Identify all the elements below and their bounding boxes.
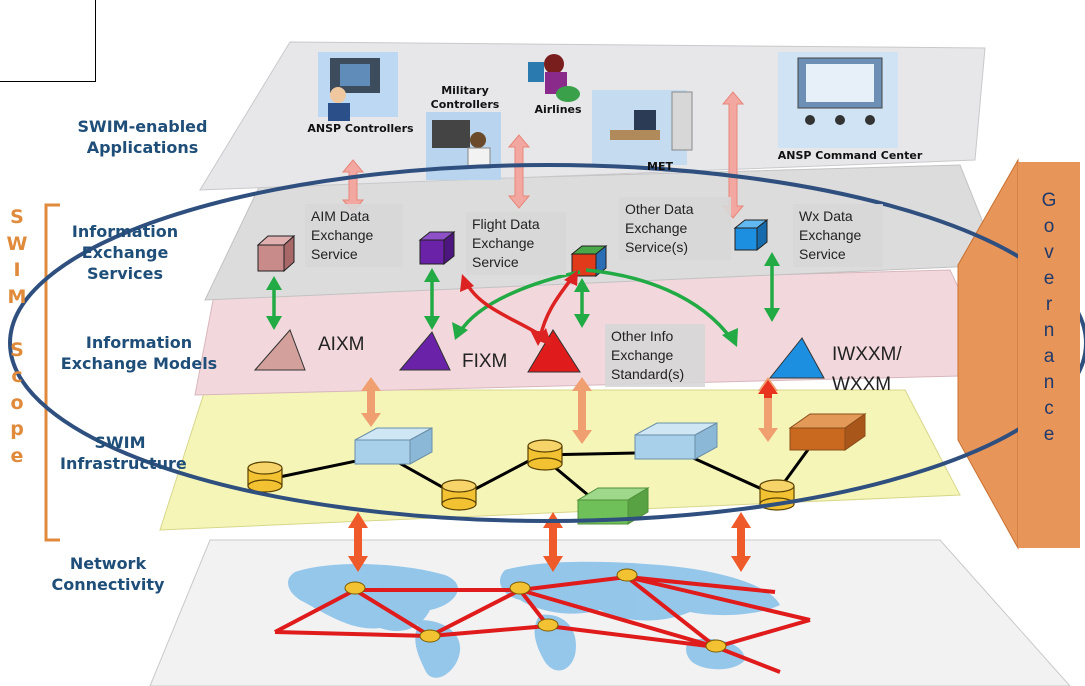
actor-ansp-label: ANSP Controllers <box>307 122 414 135</box>
governance-letter: r <box>1045 294 1053 315</box>
governance-letter: v <box>1044 242 1054 263</box>
actor-military-label: Military Controllers <box>430 84 500 111</box>
ansp-controllers-picture <box>318 52 398 121</box>
governance-letter: c <box>1044 398 1054 419</box>
apps-layer-label: SWIM-enabled Applications <box>77 117 208 157</box>
scope-letter: S <box>10 338 24 361</box>
actor-images <box>318 52 898 180</box>
scope-letter: W <box>6 232 28 255</box>
swim-scope-ellipse <box>8 163 1085 523</box>
scope-letter <box>4 310 30 337</box>
governance-letter: a <box>1043 346 1055 367</box>
governance-letter: n <box>1043 320 1055 341</box>
green-arrowheads <box>266 252 780 347</box>
model-triangles <box>253 329 825 379</box>
network-nodes <box>344 568 727 653</box>
services-layer-label: Information Exchange Services <box>71 222 179 283</box>
governance-letter: e <box>1043 268 1055 289</box>
airlines-picture <box>528 54 580 102</box>
scope-letter: I <box>13 259 21 281</box>
service-cubes <box>256 218 769 278</box>
service-aim: AIM Data Exchange Service <box>305 204 403 267</box>
model-aixm: AIXM <box>318 334 365 355</box>
model-other: Other Info Exchange Standard(s) <box>605 324 705 387</box>
scope-letter: M <box>7 285 27 308</box>
service-other: Other Data Exchange Service(s) <box>619 197 731 260</box>
scope-bracket <box>44 203 60 542</box>
models-layer-label: Information Exchange Models <box>60 333 218 373</box>
model-iwxxm: IWXXM/ WXXM <box>832 344 902 395</box>
red-arrow-iwxxm <box>758 380 778 398</box>
label-infra: SWIM Infrastructure <box>60 432 187 474</box>
scope-letter: e <box>10 444 24 467</box>
label-apps: SWIM-enabled Applications <box>60 116 225 158</box>
scope-letter: c <box>11 365 23 387</box>
scope-letter: S <box>10 206 24 228</box>
actor-command-label: ANSP Command Center <box>777 149 923 162</box>
infra-layer-label: SWIM Infrastructure <box>60 433 187 473</box>
network-arrows <box>348 512 751 572</box>
network-layer-label: Network Connectivity <box>51 554 165 594</box>
governance-letter: e <box>1043 424 1055 445</box>
model-fixm: FIXM <box>462 351 508 372</box>
infra-arrows <box>361 377 778 444</box>
governance-letter: n <box>1043 372 1055 393</box>
label-models: Information Exchange Models <box>44 332 234 374</box>
service-flight: Flight Data Exchange Service <box>466 212 566 275</box>
governance-letter: G <box>1041 190 1057 211</box>
actor-airlines-label: Airlines <box>534 103 582 116</box>
scope-letter: o <box>10 391 24 414</box>
label-services: Information Exchange Services <box>62 221 188 284</box>
met-picture <box>592 90 693 165</box>
network-links <box>274 575 811 674</box>
governance-label: G o v e r n a n c e <box>1018 162 1080 548</box>
service-wx: Wx Data Exchange Service <box>793 204 883 267</box>
corner-frame <box>0 0 96 82</box>
label-network: Network Connectivity <box>48 553 168 595</box>
command-center-picture <box>778 52 898 148</box>
actor-met-label: MET <box>647 160 673 173</box>
scope-letter: p <box>10 418 24 440</box>
swim-scope-label: S W I M S c o p e <box>4 204 30 469</box>
governance-letter: o <box>1043 216 1055 237</box>
